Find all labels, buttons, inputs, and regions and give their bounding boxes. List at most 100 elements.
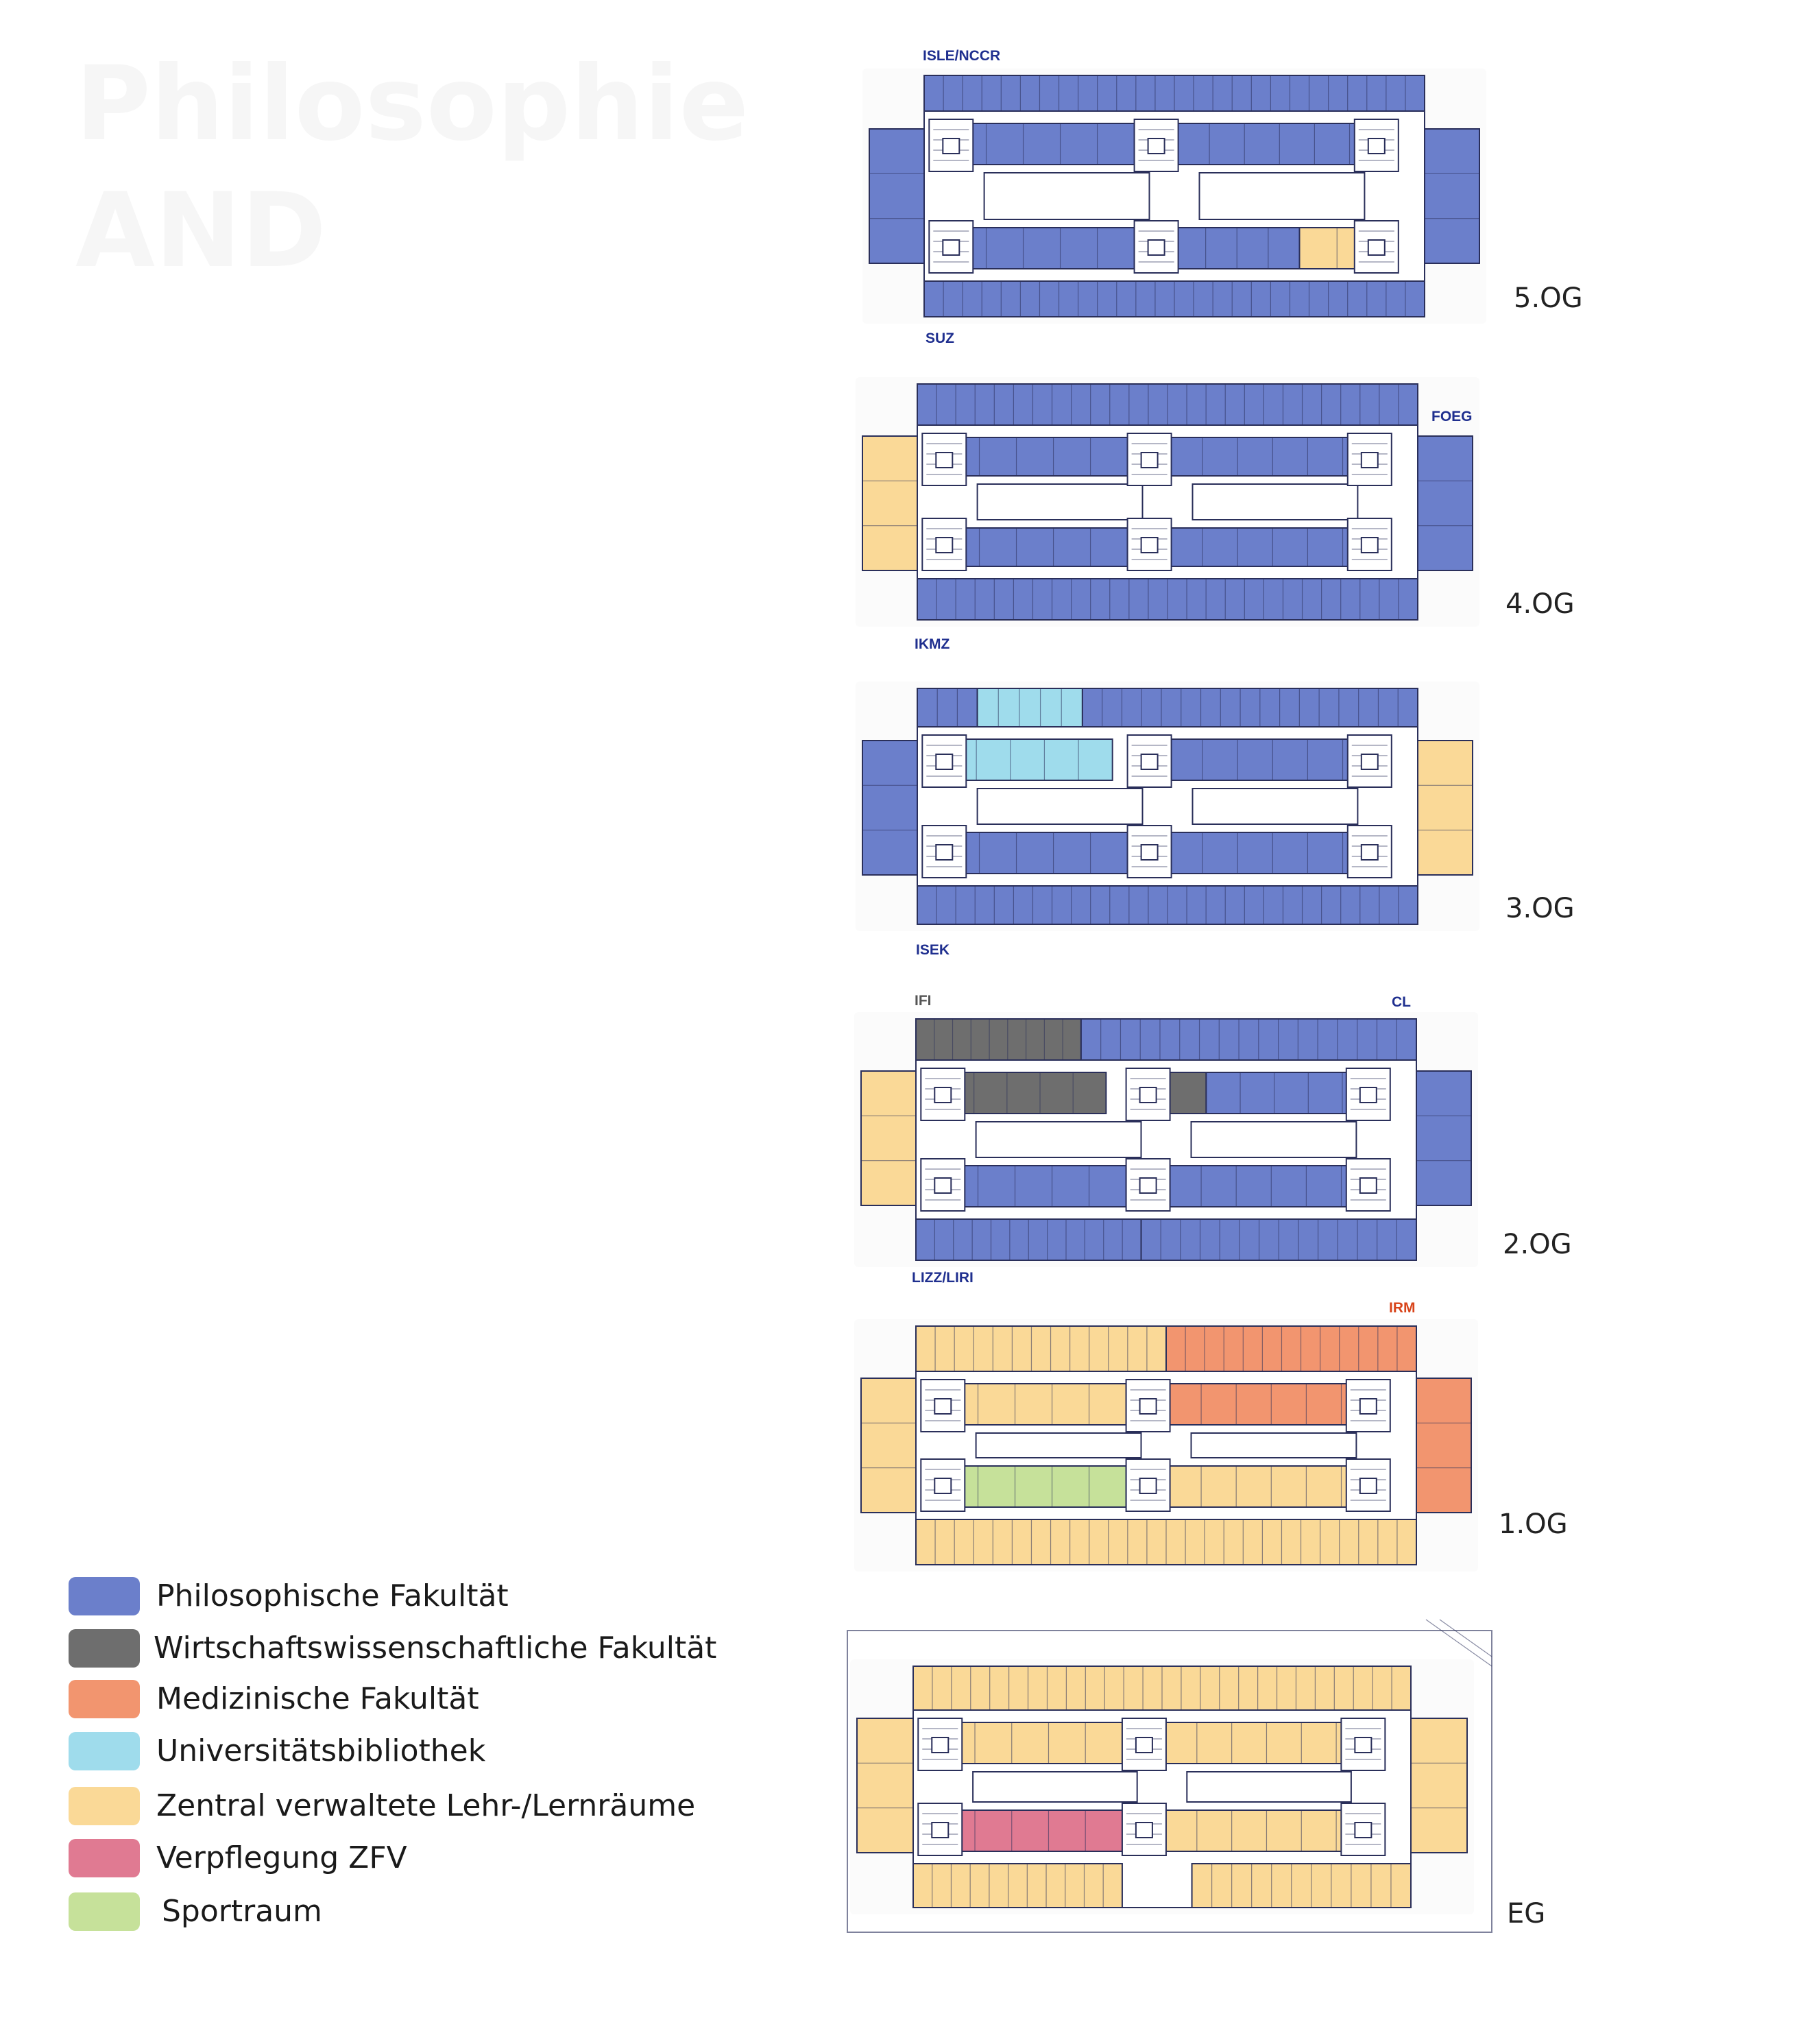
courtyard-right	[1192, 788, 1359, 825]
left-wing	[862, 740, 918, 876]
ghost-title: Philosophie AND	[75, 41, 749, 295]
elevator-shaft	[1147, 138, 1165, 154]
elevator-shaft	[1147, 239, 1165, 256]
elevator-shaft	[1367, 138, 1386, 154]
inner-rooms-bottom	[940, 1165, 1127, 1207]
site-road	[1425, 1619, 1492, 1667]
elevator-shaft	[931, 1737, 950, 1753]
right-wing	[1416, 1070, 1472, 1206]
legend-label: Philosophische Fakultät	[156, 1578, 509, 1613]
inner-rooms-bottom	[941, 832, 1128, 874]
site-outline	[847, 1630, 1492, 1933]
inner-rooms-bottom	[937, 1809, 1123, 1852]
right-wing	[1410, 1718, 1468, 1853]
elevator-shaft	[1359, 1398, 1377, 1415]
institute-label-cl: CL	[1392, 994, 1411, 1010]
elevator-shaft	[1140, 754, 1159, 770]
legend-item: Wirtschaftswissenschaftliche Fakultät	[69, 1629, 823, 1673]
right-wing	[1416, 1378, 1472, 1513]
inner-rooms-top	[941, 437, 1128, 477]
elevator-shaft	[1360, 537, 1379, 553]
ghost-title-line: Philosophie	[75, 45, 749, 164]
elevator-shaft	[934, 1398, 952, 1415]
inner-rooms-bottom	[941, 527, 1128, 567]
elevator-shaft	[1140, 844, 1159, 861]
institute-label-isle-nccr: ISLE/NCCR	[923, 48, 1001, 64]
inner-rooms-bottom	[948, 227, 1135, 269]
elevator-shaft	[935, 452, 954, 468]
legend-item: Universitätsbibliothek	[69, 1732, 823, 1776]
left-wing	[860, 1070, 917, 1206]
legend-label: Wirtschaftswissenschaftliche Fakultät	[154, 1631, 717, 1666]
elevator-shaft	[1140, 537, 1159, 553]
legend-swatch	[69, 1577, 140, 1615]
inner-rooms-bottom	[940, 1465, 1127, 1508]
elevator-shaft	[1354, 1737, 1372, 1753]
institute-label-isek: ISEK	[916, 942, 950, 958]
elevator-shaft	[942, 239, 960, 256]
top-office-strip	[1081, 688, 1419, 728]
legend-label: Medizinische Fakultät	[156, 1681, 479, 1716]
legend-swatch	[69, 1839, 140, 1877]
legend-item: Sportraum	[69, 1892, 823, 1936]
legend-item: Philosophische Fakultät	[69, 1577, 823, 1621]
institute-label-foeg: FOEG	[1431, 409, 1473, 424]
elevator-shaft	[935, 537, 954, 553]
courtyard-left	[972, 1771, 1138, 1803]
left-wing	[869, 128, 925, 264]
right-wing	[1417, 740, 1473, 876]
elevator-shaft	[942, 138, 960, 154]
legend-label: Sportraum	[162, 1894, 322, 1929]
legend-label: Verpflegung ZFV	[156, 1840, 407, 1875]
courtyard-right	[1186, 1771, 1352, 1803]
elevator-shaft	[1367, 239, 1386, 256]
courtyard-left	[975, 1121, 1142, 1158]
inner-rooms-top	[941, 738, 1113, 781]
site-road	[1439, 1619, 1492, 1657]
elevator-shaft	[1360, 844, 1379, 861]
elevator-shaft	[1135, 1737, 1153, 1753]
institute-label-ikmz: IKMZ	[915, 636, 950, 652]
courtyard-right	[1190, 1121, 1357, 1158]
legend-item: Medizinische Fakultät	[69, 1680, 823, 1724]
elevator-shaft	[1359, 1478, 1377, 1494]
elevator-shaft	[935, 844, 954, 861]
elevator-shaft	[1139, 1087, 1157, 1103]
elevator-shaft	[934, 1177, 952, 1194]
floor-label-4og: 4.OG	[1505, 588, 1575, 620]
top-office-strip	[915, 1018, 1082, 1061]
top-office-strip	[1165, 1325, 1417, 1372]
right-wing	[1424, 128, 1480, 264]
elevator-shaft	[1139, 1478, 1157, 1494]
floor-label-1og: 1.OG	[1499, 1508, 1568, 1540]
left-wing	[862, 435, 918, 571]
institute-label-suz: SUZ	[926, 330, 954, 346]
elevator-shaft	[931, 1822, 950, 1838]
inner-rooms-top	[1165, 1072, 1207, 1114]
floor-label-2og: 2.OG	[1503, 1229, 1572, 1260]
top-office-strip	[1080, 1018, 1418, 1061]
legend-swatch	[69, 1892, 140, 1931]
legend-item: Zentral verwaltete Lehr-/Lernräume	[69, 1787, 823, 1831]
legend-label: Zentral verwaltete Lehr-/Lernräume	[156, 1788, 696, 1823]
legend-swatch	[69, 1680, 140, 1718]
elevator-shaft	[1360, 452, 1379, 468]
institute-label-ifi: IFI	[915, 993, 932, 1009]
institute-label-lizz-liri: LIZZ/LIRI	[912, 1270, 973, 1286]
courtyard-right	[1192, 483, 1359, 520]
left-wing	[860, 1378, 917, 1513]
elevator-shaft	[1139, 1398, 1157, 1415]
elevator-shaft	[934, 1087, 952, 1103]
legend-swatch	[69, 1629, 140, 1668]
inner-rooms-top	[937, 1722, 1123, 1764]
elevator-shaft	[1359, 1177, 1377, 1194]
left-wing	[856, 1718, 914, 1853]
courtyard-right	[1190, 1432, 1357, 1458]
ghost-title-line: AND	[75, 171, 327, 291]
top-office-strip	[976, 688, 1083, 728]
courtyard-left	[983, 172, 1150, 220]
elevator-shaft	[934, 1478, 952, 1494]
right-wing	[1417, 435, 1473, 571]
legend-swatch	[69, 1732, 140, 1770]
inner-rooms-top	[940, 1383, 1127, 1426]
